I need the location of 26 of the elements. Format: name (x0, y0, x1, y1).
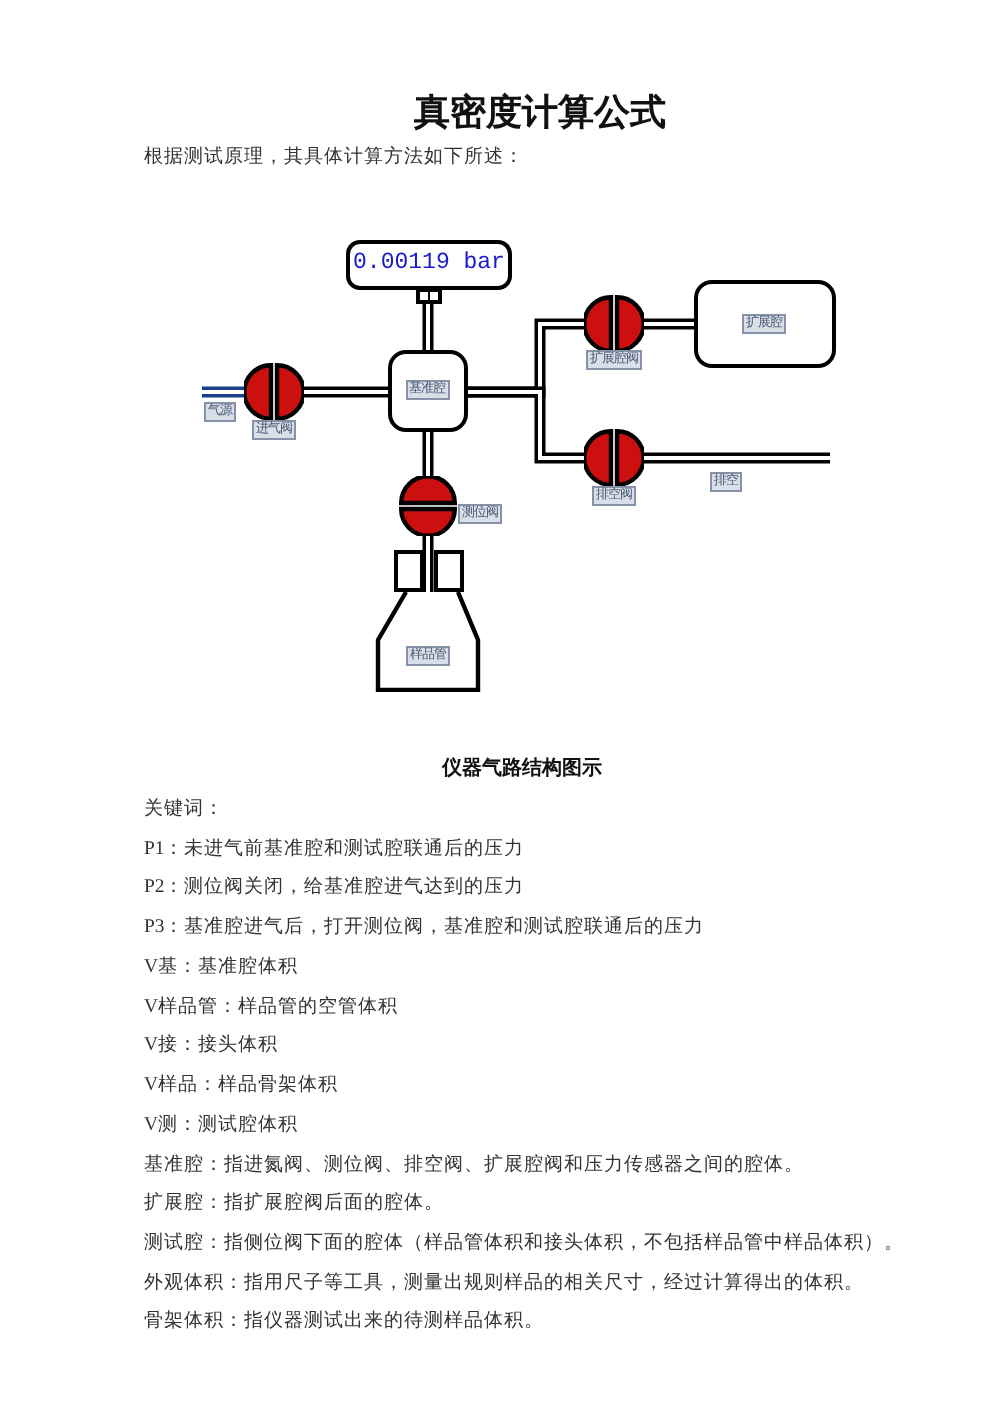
body-text: 根据测试原理，其具体计算方法如下所述： (144, 143, 524, 169)
chamber-box (694, 280, 836, 368)
body-text: 骨架体积：指仪器测试出来的待测样品体积。 (144, 1307, 544, 1333)
body-text: P3：基准腔进气后，打开测位阀，基准腔和测试腔联通后的压力 (144, 913, 705, 939)
heading: 真密度计算公式 (414, 90, 666, 134)
figure-caption: 仪器气路结构图示 (442, 756, 602, 784)
body-text: V测：测试腔体积 (144, 1111, 298, 1137)
body-text: V基：基准腔体积 (144, 953, 298, 979)
pipe-line (202, 386, 244, 398)
body-text: 基准腔：指进氮阀、测位阀、排空阀、扩展腔阀和压力传感器之间的腔体。 (144, 1151, 804, 1177)
body-text: V样品：样品骨架体积 (144, 1071, 338, 1097)
body-text: 扩展腔：指扩展腔阀后面的腔体。 (144, 1189, 444, 1215)
body-text: V样品管：样品管的空管体积 (144, 993, 398, 1019)
body-text: 关键词： (144, 795, 224, 821)
body-text: 外观体积：指用尺子等工具，测量出规则样品的相关尺寸，经过计算得出的体积。 (144, 1269, 864, 1295)
pipe-line (644, 318, 694, 330)
pipe-line (644, 452, 830, 464)
body-text: P1：未进气前基准腔和测试腔联通后的压力 (144, 835, 525, 861)
chamber-box (388, 350, 468, 432)
pipe-line (422, 304, 434, 350)
pipe-line (468, 386, 584, 464)
body-text: 测试腔：指侧位阀下面的腔体（样品管体积和接头体积，不包括样品管中样品体积）。 (144, 1229, 904, 1255)
body-text: V接：接头体积 (144, 1031, 278, 1057)
pipe-line (304, 386, 388, 398)
body-text: P2：测位阀关闭，给基准腔进气达到的压力 (144, 873, 525, 899)
pipe-line (422, 432, 434, 476)
